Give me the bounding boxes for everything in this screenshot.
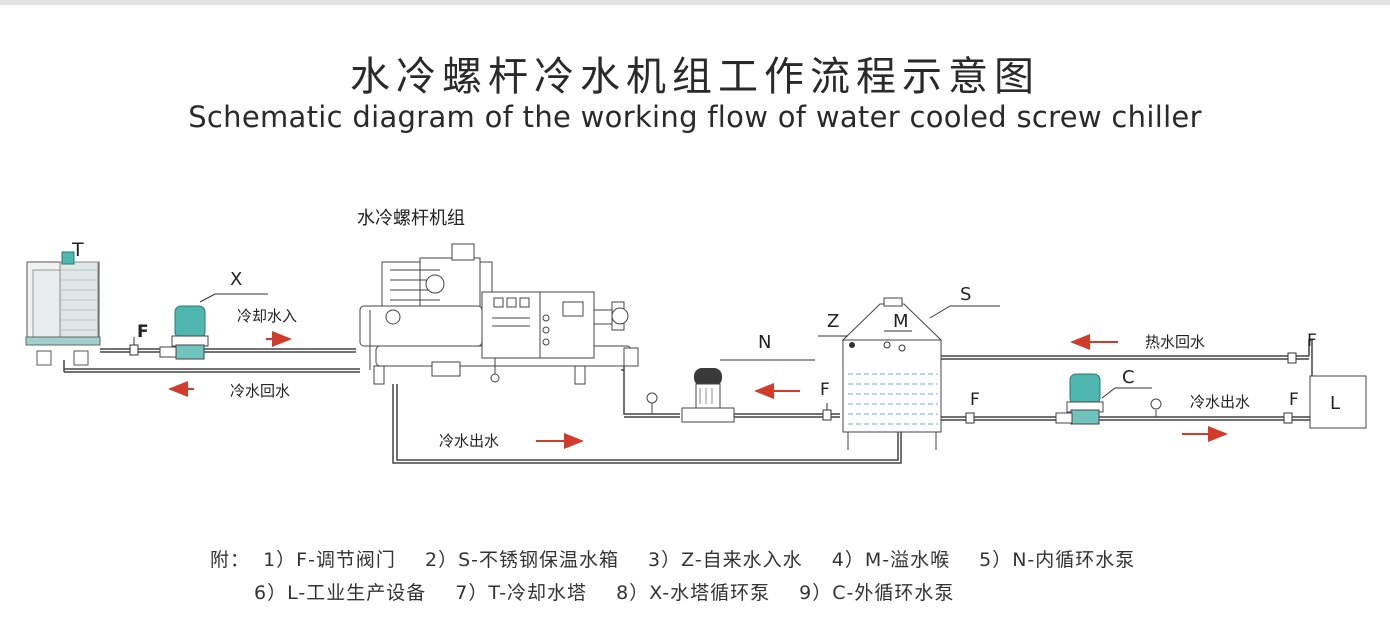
pump-N [681,368,735,423]
legend-item: 9）C-外循环水泵 [799,582,955,604]
label-cool-in: 冷却水入 [237,307,297,325]
valve-F-n [822,403,832,421]
label-cold-out-bottom: 冷水出水 [439,432,499,450]
label-S: S [960,284,971,305]
label-L: L [1330,393,1340,414]
legend-item: 7）T-冷却水塔 [455,582,588,604]
legend-row-2: 6）L-工业生产设备 7）T-冷却水塔 8）X-水塔循环泵 9）C-外循环水泵 [254,578,976,605]
label-M: M [893,311,909,332]
label-F-tank: F [970,390,980,410]
legend-item: 3）Z-自来水入水 [648,549,803,571]
pump-X [159,305,209,360]
legend-item: 6）L-工业生产设备 [254,582,427,604]
label-F-tower: F [137,322,149,342]
label-F-right: F [1289,390,1299,410]
production-equipment [1309,375,1367,429]
stainless-tank [841,297,943,450]
label-Z: Z [827,311,839,332]
diagram-subtitle: Schematic diagram of the working flow of… [188,100,1202,134]
valve-F-right [1283,412,1293,424]
valve-F-tank [965,412,975,424]
label-C: C [1122,367,1135,388]
legend-item: 2）S-不锈钢保温水箱 [424,549,619,571]
label-T: T [71,239,84,261]
legend-item: 1）F-调节阀门 [263,549,396,571]
label-hot-return: 热水回水 [1145,333,1205,351]
label-F-top: F [1307,331,1317,351]
chiller-unit [359,243,639,385]
label-F-n: F [820,380,830,400]
hot-return-pipe [941,339,1313,376]
legend-row-1: 附： 1）F-调节阀门 2）S-不锈钢保温水箱 3）Z-自来水入水 4）M-溢水… [210,545,1157,572]
legend-item: 4）M-溢水喉 [831,549,951,571]
pressure-gauge-C [1150,398,1162,417]
pressure-gauge-N [646,392,658,414]
label-cold-out-right: 冷水出水 [1190,393,1250,411]
legend-item: 5）N-内循环水泵 [979,549,1136,571]
label-N: N [758,332,771,353]
label-X: X [230,269,242,290]
valve-F-top [1287,352,1297,364]
valve-F-tower [129,337,139,356]
label-cool-return: 冷水回水 [230,382,290,400]
tower-pipes [63,348,360,373]
legend-item: 8）X-水塔循环泵 [616,582,771,604]
leader-X [199,293,268,303]
label-chiller-unit: 水冷螺杆机组 [357,208,465,229]
leader-S [929,305,1000,319]
top-border [0,0,1390,5]
diagram-title: 水冷螺杆冷水机组工作流程示意图 [350,54,1040,100]
leader-C [1101,387,1152,399]
pump-C [1055,373,1104,425]
cold-out-pipe [941,416,1310,421]
legend-prefix: 附： [210,549,251,571]
cooling-tower [25,251,101,366]
